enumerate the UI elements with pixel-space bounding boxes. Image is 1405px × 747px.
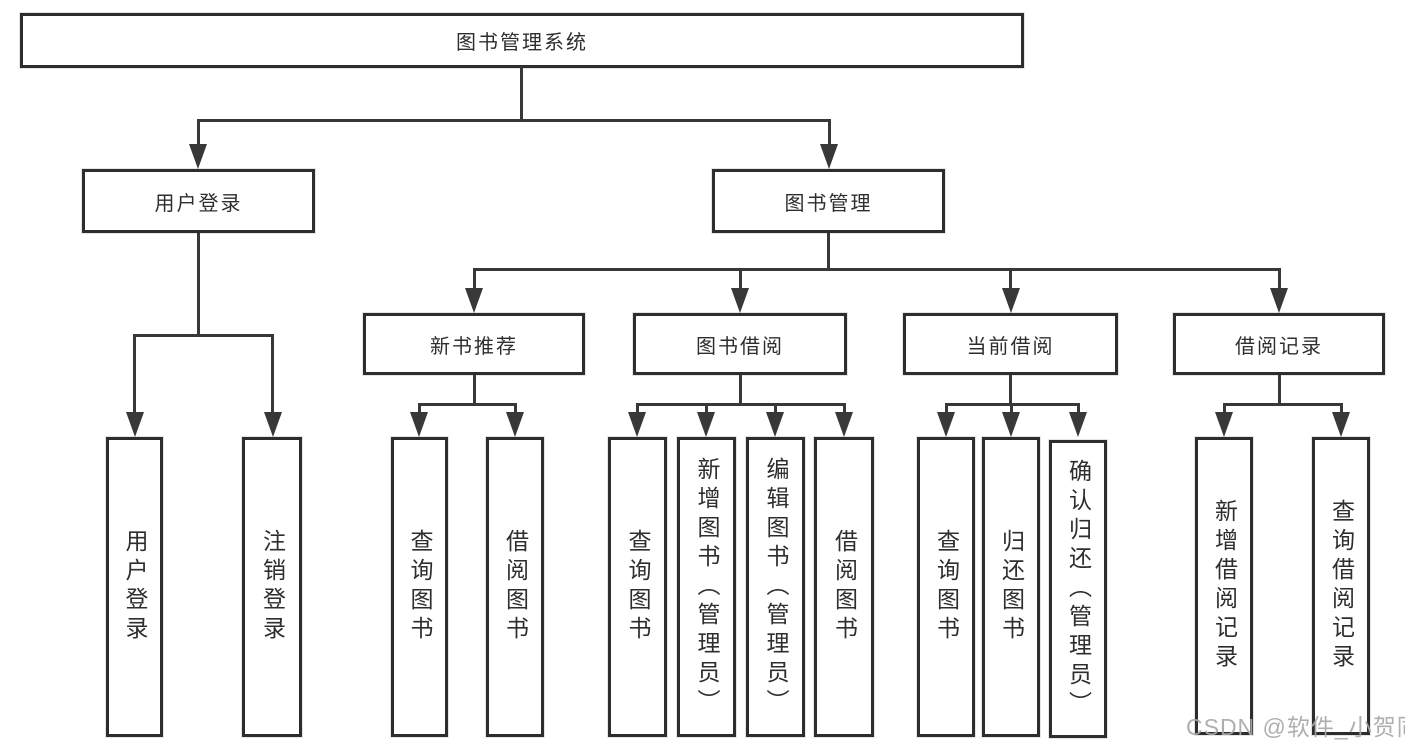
connector-line [473, 268, 476, 290]
connector-line [197, 119, 831, 122]
connector-line [514, 403, 517, 413]
leaf-query-books-borrow: 查询图书 [608, 437, 667, 737]
arrowhead-down [1215, 412, 1233, 437]
leaf-add-borrow-record: 新增借阅记录 [1195, 437, 1253, 735]
arrowhead-down [835, 412, 853, 437]
connector-line [133, 334, 274, 337]
connector-line [1223, 403, 1226, 413]
leaf-user-login: 用户登录 [106, 437, 163, 737]
connector-line [418, 403, 516, 406]
leaf-add-book-admin: 新增图书（管理员） [677, 437, 736, 737]
arrowhead-down [264, 412, 282, 437]
connector-line [1010, 403, 1013, 413]
connector-line [197, 119, 200, 145]
connector-line [739, 375, 742, 405]
connector-line [473, 375, 476, 405]
node-book-borrow: 图书借阅 [633, 313, 847, 375]
connector-line [774, 403, 777, 413]
connector-line [520, 67, 523, 121]
arrowhead-down [465, 288, 483, 313]
connector-line [133, 334, 136, 414]
leaf-query-books-current: 查询图书 [917, 437, 975, 737]
connector-line [197, 233, 200, 335]
connector-line [418, 403, 421, 413]
connector-line [1278, 375, 1281, 405]
connector-line [1340, 403, 1343, 413]
node-current-borrow: 当前借阅 [903, 313, 1118, 375]
arrowhead-down [731, 288, 749, 313]
connector-line [705, 403, 708, 413]
arrowhead-down [189, 144, 207, 169]
leaf-confirm-return-admin: 确认归还（管理员） [1049, 440, 1107, 738]
node-new-book-recommend: 新书推荐 [363, 313, 585, 375]
connector-line [739, 268, 742, 290]
arrowhead-down [937, 412, 955, 437]
connector-line [636, 403, 845, 406]
leaf-borrow-books: 借阅图书 [814, 437, 874, 737]
arrowhead-down [820, 144, 838, 169]
connector-line [1009, 268, 1012, 290]
node-library-system: 图书管理系统 [20, 13, 1024, 68]
leaf-return-book: 归还图书 [982, 437, 1040, 737]
connector-line [1278, 268, 1281, 290]
connector-line [828, 119, 831, 145]
connector-line [473, 268, 1280, 271]
arrowhead-down [628, 412, 646, 437]
leaf-logout: 注销登录 [242, 437, 302, 737]
connector-line [271, 334, 274, 414]
connector-line [1223, 403, 1342, 406]
arrowhead-down [1270, 288, 1288, 313]
leaf-borrow-books-recommend: 借阅图书 [486, 437, 544, 737]
connector-line [945, 403, 948, 413]
connector-line [843, 403, 846, 413]
node-user-login: 用户登录 [82, 169, 315, 233]
arrowhead-down [1069, 412, 1087, 437]
node-borrow-records: 借阅记录 [1173, 313, 1385, 375]
connector-line [827, 233, 830, 270]
arrowhead-down [766, 412, 784, 437]
arrowhead-down [410, 412, 428, 437]
arrowhead-down [1332, 412, 1350, 437]
csdn-watermark: CSDN @软件_小贺同学 [1186, 714, 1405, 740]
arrowhead-down [506, 412, 524, 437]
leaf-query-borrow-record: 查询借阅记录 [1312, 437, 1370, 735]
leaf-query-books-recommend: 查询图书 [391, 437, 448, 737]
connector-line [1009, 375, 1012, 405]
connector-line [636, 403, 639, 413]
arrowhead-down [1002, 288, 1020, 313]
node-book-management: 图书管理 [712, 169, 945, 233]
arrowhead-down [1002, 412, 1020, 437]
leaf-edit-book-admin: 编辑图书（管理员） [746, 437, 805, 737]
arrowhead-down [126, 412, 144, 437]
connector-line [1077, 403, 1080, 413]
arrowhead-down [697, 412, 715, 437]
